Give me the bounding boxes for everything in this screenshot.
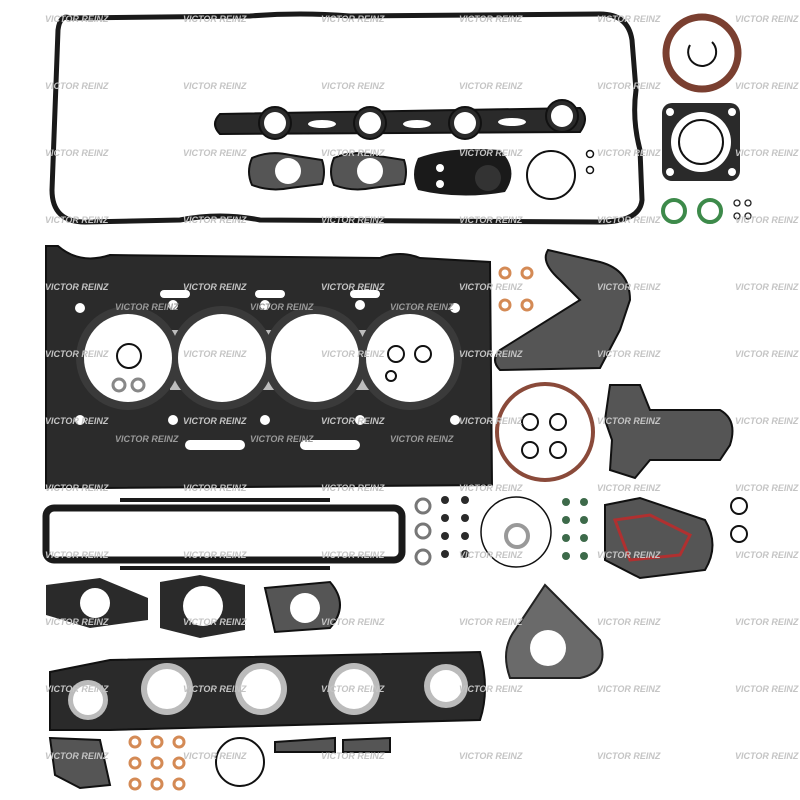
turbo-gasket [505, 583, 604, 679]
front-seal [480, 496, 552, 568]
intake-port-gasket [214, 99, 586, 140]
o-ring [730, 525, 748, 543]
brand-watermark: VICTOR REINZ [735, 751, 799, 761]
brand-watermark: VICTOR REINZ [597, 81, 661, 91]
brand-watermark: VICTOR REINZ [183, 81, 247, 91]
vacuum-pump-gasket [414, 149, 512, 196]
water-pump-gasket [604, 496, 714, 580]
brand-watermark: VICTOR REINZ [597, 751, 661, 761]
housing-gasket [603, 384, 734, 480]
brand-watermark: VICTOR REINZ [735, 349, 799, 359]
bracket-gasket [494, 248, 632, 372]
brand-watermark: VICTOR REINZ [459, 617, 523, 627]
large-o-ring [215, 737, 265, 787]
brand-watermark: VICTOR REINZ [735, 416, 799, 426]
brand-watermark: VICTOR REINZ [735, 550, 799, 560]
crankshaft-seal [662, 13, 742, 93]
valve-stem-seals-right [562, 498, 588, 560]
exhaust-flange-gasket-2 [160, 575, 245, 638]
brand-watermark: VICTOR REINZ [321, 81, 385, 91]
valve-stem-seals-left [441, 496, 469, 558]
copper-washers-top [498, 266, 534, 312]
o-ring [730, 497, 748, 515]
brand-watermark: VICTOR REINZ [597, 684, 661, 694]
rear-main-seal [495, 382, 595, 482]
brand-watermark: VICTOR REINZ [735, 81, 799, 91]
brand-watermark: VICTOR REINZ [459, 751, 523, 761]
copper-washers-bottom [128, 735, 186, 791]
cylinder-head-gasket [45, 245, 494, 490]
brand-watermark: VICTOR REINZ [735, 14, 799, 24]
valve-cover-gasket [49, 11, 645, 225]
o-ring [526, 150, 576, 200]
exhaust-manifold-gasket [49, 650, 486, 731]
brand-watermark: VICTOR REINZ [735, 617, 799, 627]
brand-watermark: VICTOR REINZ [183, 751, 247, 761]
o-ring-small [585, 165, 595, 175]
flange-gasket [662, 103, 740, 181]
brand-watermark: VICTOR REINZ [183, 148, 247, 158]
oil-return-gasket [48, 736, 112, 790]
intake-manifold-gasket [42, 498, 406, 570]
small-o-rings [733, 199, 752, 220]
egr-gasket-2 [330, 152, 407, 191]
exhaust-flange-gasket-1 [46, 578, 148, 628]
brand-watermark: VICTOR REINZ [597, 617, 661, 627]
brand-watermark: VICTOR REINZ [735, 684, 799, 694]
green-o-ring [661, 198, 687, 224]
washers-cluster [414, 497, 432, 566]
brand-watermark: VICTOR REINZ [735, 148, 799, 158]
green-o-ring [697, 198, 723, 224]
egr-gasket-1 [248, 152, 325, 191]
brand-watermark: VICTOR REINZ [735, 282, 799, 292]
oil-feed-gasket-2 [342, 736, 391, 753]
brand-watermark: VICTOR REINZ [597, 148, 661, 158]
brand-watermark: VICTOR REINZ [735, 483, 799, 493]
o-ring-small [585, 149, 595, 159]
oil-feed-gasket-1 [274, 736, 336, 753]
brand-watermark: VICTOR REINZ [459, 81, 523, 91]
brand-watermark: VICTOR REINZ [597, 483, 661, 493]
exhaust-flange-gasket-3 [263, 580, 341, 634]
